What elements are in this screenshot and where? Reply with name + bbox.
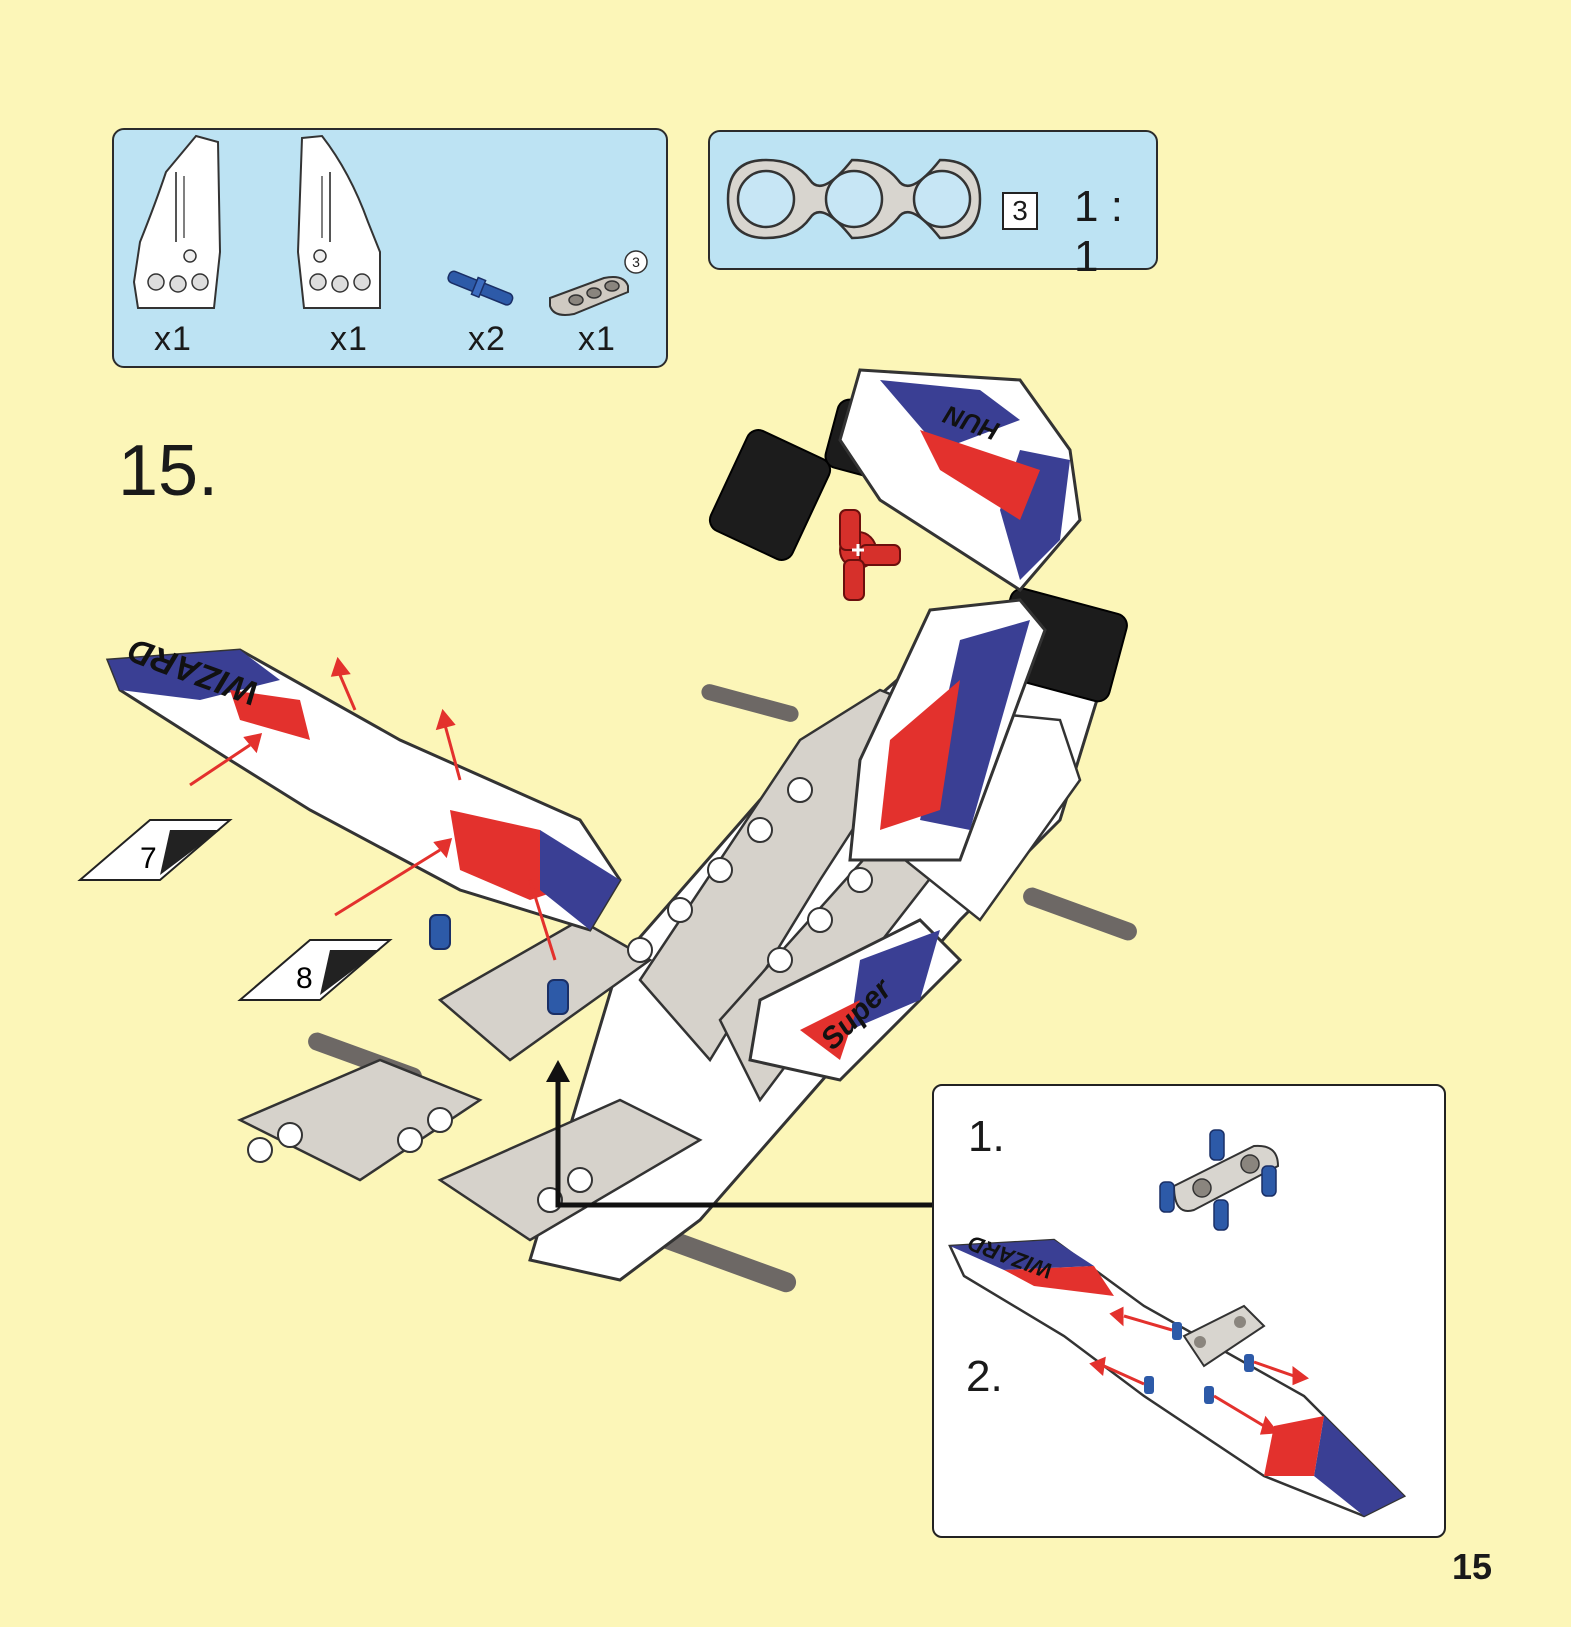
sticker-number: 8 [296, 962, 313, 995]
sub-assembly-callout: 1. 2. WIZARD [932, 1084, 1446, 1538]
white-fairing-right-icon [296, 134, 381, 309]
top-decal-panel: HUN [838, 368, 1082, 592]
part-quantity: x1 [578, 320, 616, 358]
scale-ratio: 1 : 1 [1074, 182, 1123, 281]
sticker-number: 7 [140, 842, 157, 875]
beam-holes [247, 777, 873, 1213]
side-decal-panel [848, 598, 1047, 862]
beam-with-pins-icon [1159, 1129, 1280, 1231]
length-badge-icon: 3 [624, 250, 648, 274]
blue-pin-icon [429, 914, 569, 1015]
step-number: 15. [118, 431, 219, 511]
sticker-7-icon: 7 [77, 819, 233, 881]
substep-label: 2. [966, 1352, 1003, 1401]
length-badge: 3 [632, 254, 640, 270]
white-fairing-left-icon [132, 134, 222, 309]
page-number: 15 [1452, 1546, 1493, 1587]
scale-length-box: 3 [1002, 192, 1038, 230]
substep-label: 1. [968, 1112, 1005, 1161]
part-quantity: x1 [330, 320, 368, 358]
red-hub-icon [839, 509, 901, 601]
red-arrow-icon [189, 656, 557, 961]
blue-pin-icon [447, 270, 514, 306]
part-quantity: x1 [154, 320, 192, 358]
model-illustration: HUN Super WIZARD [77, 368, 1137, 1293]
gray-beam-3-icon [549, 276, 629, 316]
parts-list-panel: x1 x1 x2 3 x1 [112, 128, 668, 368]
sticker-8-icon: 8 [237, 939, 393, 1001]
part-quantity: x2 [468, 320, 506, 358]
scale-reference-panel: 3 1 : 1 [708, 130, 1158, 281]
beam-3-scale-icon [726, 158, 982, 240]
callout-arrow-icon [546, 1060, 940, 1208]
front-decal-panel: Super [748, 918, 963, 1082]
wing-decal-panel: WIZARD [105, 630, 622, 932]
wing-sub-assembly-icon: WIZARD [948, 1230, 1407, 1518]
